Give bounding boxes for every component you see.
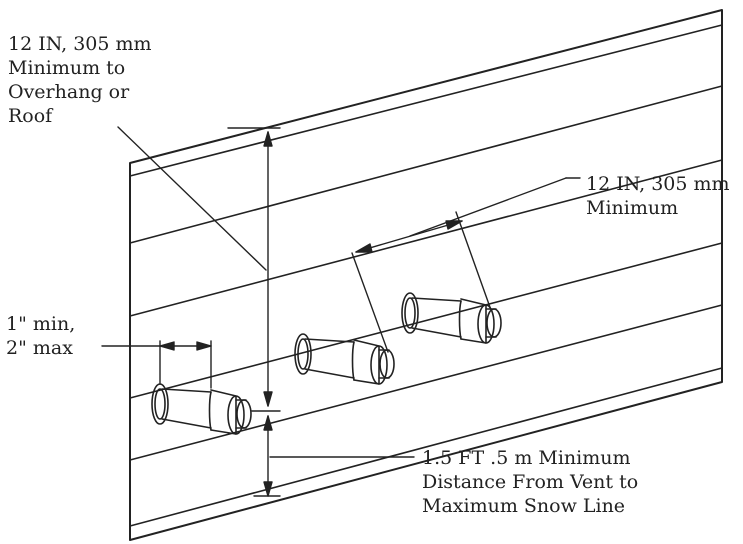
vent-pipe-2 [294,333,395,385]
vent-pipe-1 [151,383,252,435]
overhang-label-line-2: Minimum to [8,57,126,79]
overhang-label-line-3: Overhang or [8,81,130,103]
overhang-clearance-label: 12 IN, 305 mm Minimum to Overhang or Roo… [8,32,152,128]
wall-panel [129,9,723,541]
vertical-clearance-dimension [117,126,415,497]
snow-line-label-line-3: Maximum Snow Line [422,495,626,517]
snow-line-label-line-2: Distance From Vent to [422,471,639,493]
projection-label: 1" min, 2" max [6,312,75,360]
snow-line-label: 1.5 FT .5 m Minimum Distance From Vent t… [422,446,638,518]
projection-label-line-2: 2" max [6,337,73,359]
vent-spacing-label-line-1: 12 IN, 305 mm [586,173,730,195]
vent-spacing-label: 12 IN, 305 mm Minimum [586,172,730,220]
overhang-label-line-4: Roof [8,105,53,127]
vent-pipe-3 [401,292,502,344]
projection-dimension [101,340,212,389]
snow-line-label-line-1: 1.5 FT .5 m Minimum [422,447,631,469]
vent-spacing-label-line-2: Minimum [586,197,679,219]
vent-spacing-dimension [351,177,581,353]
overhang-label-line-1: 12 IN, 305 mm [8,33,152,55]
projection-label-line-1: 1" min, [6,313,76,335]
